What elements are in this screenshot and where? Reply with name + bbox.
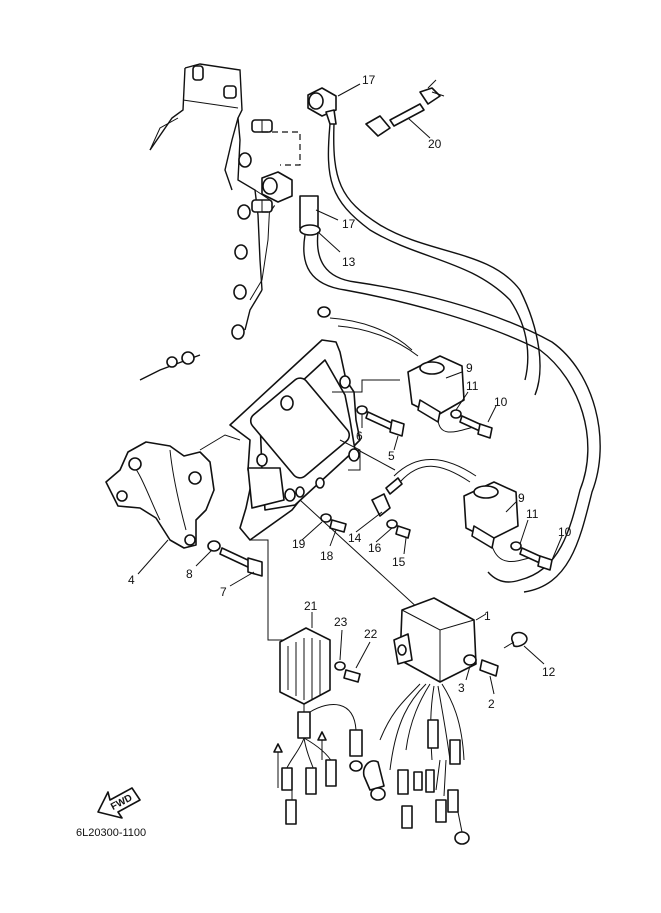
callout-1: 1 bbox=[484, 609, 491, 623]
spark-plug-lower bbox=[251, 199, 273, 213]
washer-6 bbox=[356, 405, 368, 415]
callout-10-lower: 10 bbox=[558, 525, 572, 539]
diagram-code: 6L20300-1100 bbox=[76, 827, 146, 839]
engine-block-outline bbox=[139, 63, 271, 381]
ignition-coil-lower bbox=[385, 459, 537, 562]
block-bolt-heads bbox=[166, 152, 252, 368]
coil-mount-leader bbox=[332, 379, 400, 393]
callout-15: 15 bbox=[392, 555, 406, 569]
clip-12 bbox=[503, 631, 528, 649]
callout-23: 23 bbox=[334, 615, 348, 629]
callout-20: 20 bbox=[428, 137, 442, 151]
plug-cap-leader-1 bbox=[262, 131, 301, 166]
cdi-mount-leader bbox=[299, 499, 421, 611]
callout-leaders bbox=[137, 83, 563, 695]
clamp-14 bbox=[371, 493, 391, 517]
callout-8: 8 bbox=[186, 567, 193, 581]
callout-2: 2 bbox=[488, 697, 495, 711]
washer-19 bbox=[320, 513, 332, 523]
callout-10-upper: 10 bbox=[494, 395, 508, 409]
plug-cap-upper bbox=[307, 87, 337, 125]
washer-16 bbox=[386, 519, 398, 529]
ignition-coil-upper bbox=[317, 306, 479, 433]
callout-14: 14 bbox=[348, 531, 362, 545]
bolt-22 bbox=[343, 669, 361, 683]
callout-9-upper: 9 bbox=[466, 361, 473, 375]
callout-17-upper: 17 bbox=[362, 73, 376, 87]
fwd-arrow-icon: FWD bbox=[97, 787, 141, 819]
washer-11-upper bbox=[450, 409, 462, 419]
callout-22: 22 bbox=[364, 627, 378, 641]
callout-6: 6 bbox=[356, 429, 363, 443]
bolt-18 bbox=[329, 519, 347, 533]
bolt-10-lower bbox=[519, 547, 553, 571]
bracket-4 bbox=[105, 434, 241, 549]
bolt-2 bbox=[479, 659, 499, 677]
callout-16: 16 bbox=[368, 541, 382, 555]
callout-21: 21 bbox=[304, 599, 318, 613]
ht-cord-upper-b bbox=[333, 123, 541, 396]
callout-19: 19 bbox=[292, 537, 306, 551]
spark-plug-upper bbox=[251, 119, 273, 133]
callout-12: 12 bbox=[542, 665, 556, 679]
washer-11-lower bbox=[510, 541, 522, 551]
mounting-plate bbox=[229, 339, 361, 541]
lower-coil-leader bbox=[357, 449, 396, 471]
rectifier-mount-leader bbox=[250, 539, 300, 641]
callout-4: 4 bbox=[128, 573, 135, 587]
rectifier-regulator-21 bbox=[273, 627, 363, 825]
callout-9-lower: 9 bbox=[518, 491, 525, 505]
cdi-unit-1 bbox=[362, 597, 477, 845]
ht-cord-lower bbox=[303, 234, 589, 583]
washer-8 bbox=[207, 540, 221, 552]
grommet-13 bbox=[299, 224, 321, 236]
bolt-5 bbox=[365, 411, 405, 437]
callout-5: 5 bbox=[388, 449, 395, 463]
washer-23 bbox=[334, 661, 346, 671]
bolt-7 bbox=[219, 547, 263, 577]
callout-7: 7 bbox=[220, 585, 227, 599]
plug-wire-20 bbox=[365, 79, 445, 137]
callout-11-upper: 11 bbox=[466, 379, 479, 393]
callout-18: 18 bbox=[320, 549, 334, 563]
bolt-10-upper bbox=[459, 415, 493, 439]
bolt-15 bbox=[395, 525, 411, 539]
callout-13: 13 bbox=[342, 255, 356, 269]
ht-cord-upper bbox=[327, 123, 529, 381]
ht-cord-lower-b bbox=[316, 231, 601, 593]
callout-3: 3 bbox=[458, 681, 465, 695]
callout-11-lower: 11 bbox=[526, 507, 539, 521]
washer-3 bbox=[463, 654, 477, 666]
plug-cap-lower bbox=[261, 171, 319, 229]
callout-17-lower: 17 bbox=[342, 217, 356, 231]
